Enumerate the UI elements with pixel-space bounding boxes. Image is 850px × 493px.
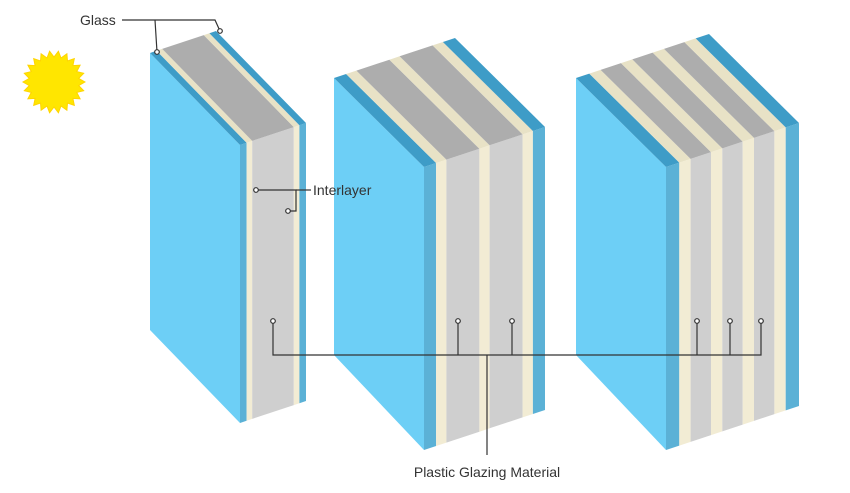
- panel-1-interlayer-side-3: [293, 125, 300, 406]
- panel-2-plastic-top-2: [356, 59, 480, 160]
- panel-1-plastic-top-2: [162, 35, 294, 141]
- panel-1-glass-top-4: [209, 31, 306, 126]
- glass-label: Glass: [80, 12, 116, 28]
- panel-3-plastic-top-2: [600, 63, 711, 159]
- interlayer-label: Interlayer: [313, 182, 372, 198]
- panel-1-plastic-side-2: [252, 127, 294, 419]
- plastic-label: Plastic Glazing Material: [414, 464, 560, 480]
- panel-1-interlayer-top-3: [203, 33, 300, 128]
- panel-2-glass-face: [334, 78, 424, 450]
- panel-3: [576, 34, 799, 450]
- glass-marker-back: [217, 28, 223, 34]
- plastic-marker-6: [758, 318, 764, 324]
- panel-3-interlayer-side-1: [679, 158, 691, 446]
- panel-2-plastic-side-4: [489, 134, 523, 429]
- panel-2-glass-side-0: [424, 163, 437, 450]
- interlayer-leader-line: [256, 189, 297, 212]
- panel-3-interlayer-side-5: [742, 137, 754, 425]
- panel-1-glass-face: [150, 53, 240, 423]
- panel-2-plastic-side-2: [446, 148, 480, 443]
- panel-3-glass-top-0: [576, 73, 680, 167]
- panel-1-glass-side-0: [240, 142, 247, 424]
- plastic-marker-3: [509, 318, 515, 324]
- panel-1-glass-top-0: [150, 50, 247, 145]
- glass-marker-front: [154, 49, 160, 55]
- interlayer-marker-2: [285, 208, 291, 214]
- plastic-marker-5: [727, 318, 733, 324]
- glass-leader-line: [122, 19, 221, 32]
- panel-2-interlayer-top-1: [346, 70, 447, 163]
- panel-3-plastic-side-2: [690, 152, 711, 442]
- panel-3-glass-face: [576, 78, 666, 450]
- plastic-callout: Plastic Glazing Material: [270, 318, 764, 480]
- interlayer-callout: Interlayer: [253, 182, 372, 214]
- panel-2-glass-side-6: [532, 127, 545, 414]
- glass-callout: Glass: [80, 12, 223, 55]
- panel-3-glass-side-8: [785, 123, 799, 411]
- plastic-bracket-line: [272, 321, 762, 356]
- panel-3-glass-side-0: [666, 162, 680, 450]
- panel-2-interlayer-side-1: [436, 159, 447, 446]
- sun-icon: [21, 50, 87, 114]
- panels-group: [150, 31, 799, 450]
- panel-2-glass-top-6: [442, 38, 545, 131]
- panel-2-glass-top-0: [334, 74, 437, 167]
- panel-1-interlayer-side-1: [246, 140, 253, 421]
- plastic-marker-2: [455, 318, 461, 324]
- panel-3-interlayer-top-1: [589, 69, 691, 163]
- panel-3-interlayer-side-7: [774, 127, 786, 415]
- panel-3-plastic-top-4: [632, 52, 743, 149]
- interlayer-marker-1: [253, 187, 259, 193]
- panel-2-interlayer-side-3: [479, 145, 490, 432]
- plastic-marker-4: [694, 318, 700, 324]
- panel-3-glass-top-8: [695, 34, 799, 128]
- panel-3-interlayer-top-3: [621, 59, 723, 153]
- panel-2: [334, 38, 545, 450]
- panel-3-interlayer-side-3: [711, 148, 723, 436]
- panel-2-interlayer-top-3: [389, 56, 490, 149]
- panel-1-glass-side-4: [299, 123, 306, 404]
- panel-3-plastic-side-4: [722, 141, 743, 432]
- glass-leader-line-2: [154, 19, 158, 53]
- panel-2-interlayer-side-5: [522, 131, 533, 418]
- panel-3-plastic-top-6: [664, 42, 775, 138]
- panel-3-interlayer-top-7: [684, 38, 786, 132]
- panel-1: [150, 31, 306, 424]
- plastic-marker-1: [270, 318, 276, 324]
- panel-2-plastic-top-4: [399, 45, 523, 146]
- panel-1-interlayer-top-1: [156, 48, 253, 143]
- panel-2-interlayer-top-5: [432, 42, 533, 135]
- panel-3-plastic-side-6: [754, 131, 775, 421]
- panel-3-interlayer-top-5: [652, 48, 754, 142]
